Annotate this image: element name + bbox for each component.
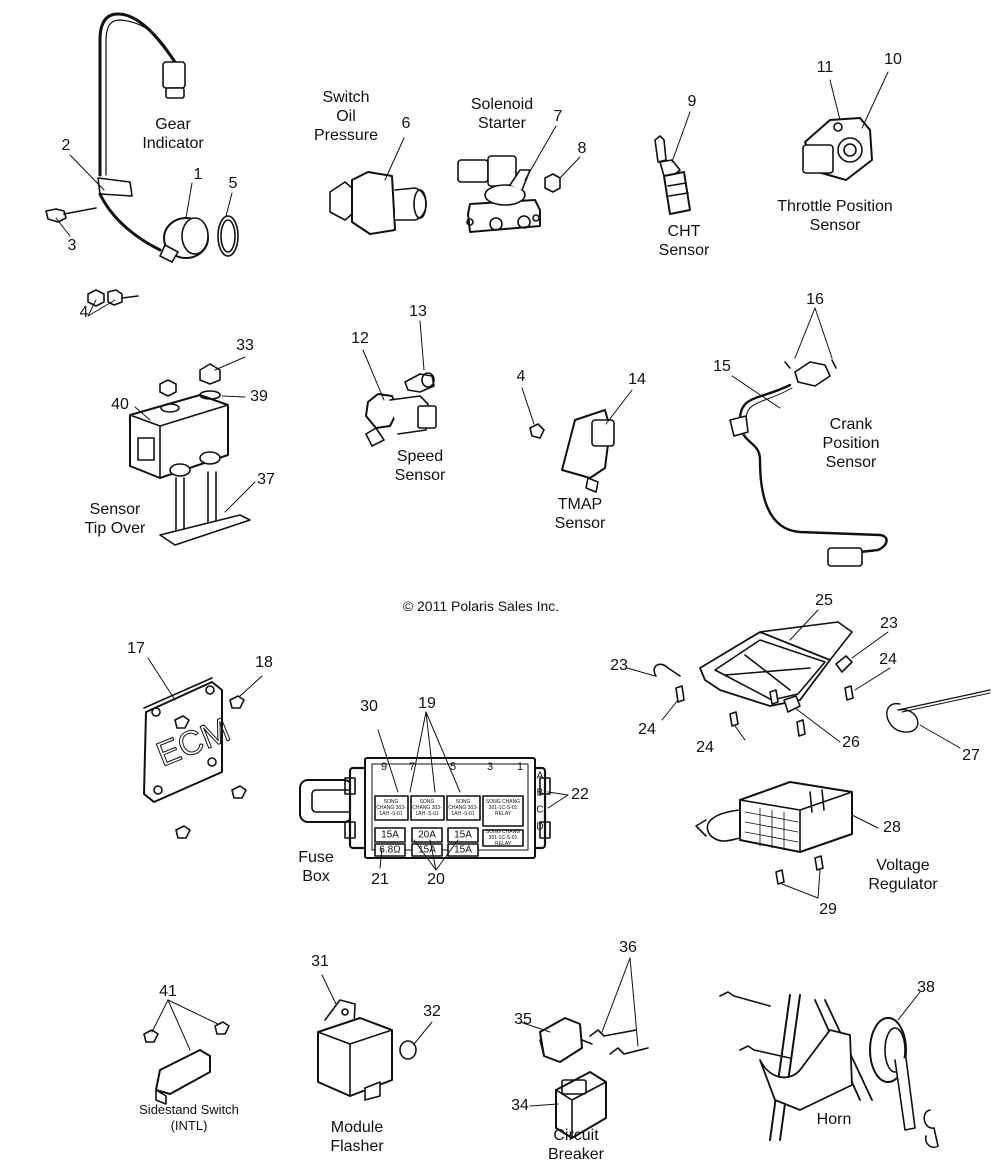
- callout-28: 28: [883, 819, 901, 836]
- callout-20: 20: [427, 871, 445, 888]
- mounting-bracket-part: [626, 609, 991, 749]
- callout-4: 4: [79, 304, 89, 321]
- fuse-box-position-number: 3: [486, 761, 494, 773]
- label-horn: Horn: [816, 1111, 852, 1128]
- solenoid-starter-part: [457, 125, 581, 233]
- relay-label: SONG CHANG 303-1AH -S-01: [376, 799, 406, 817]
- callout-34: 34: [511, 1097, 529, 1114]
- callout-19: 19: [418, 695, 436, 712]
- crank-position-sensor-part: [729, 307, 888, 567]
- callout-38: 38: [917, 979, 935, 996]
- speed-sensor-part: [362, 320, 437, 447]
- fuse-box-row-letter: A: [536, 770, 544, 782]
- callout-37: 37: [257, 471, 275, 488]
- callout-29: 29: [819, 901, 837, 918]
- callout-39: 39: [250, 388, 268, 405]
- fuse-value: 15A: [454, 829, 472, 841]
- fuse-value: 15A: [418, 844, 436, 856]
- fuse-box-part: [299, 711, 569, 871]
- module-flasher-part: [317, 974, 433, 1101]
- fuse-value: 15A: [381, 829, 399, 841]
- fuse-value: 15A: [454, 844, 472, 856]
- callout-31: 31: [311, 953, 329, 970]
- callout-4: 4: [516, 368, 526, 385]
- callout-6: 6: [401, 115, 411, 132]
- relay-label: SONG CHANG 303-1AH -S-01: [448, 799, 478, 817]
- callout-15: 15: [713, 358, 731, 375]
- cht-sensor-part: [654, 111, 691, 215]
- callout-36: 36: [619, 939, 637, 956]
- callout-12: 12: [351, 330, 369, 347]
- callout-23: 23: [880, 615, 898, 632]
- fuse-box-position-number: 7: [408, 761, 416, 773]
- fuse-value: 20A: [418, 829, 436, 841]
- callout-33: 33: [236, 337, 254, 354]
- relay-label: SONG CHANG 303-1AH -S-01: [412, 799, 442, 817]
- oil-pressure-switch-part: [329, 137, 427, 235]
- callout-40: 40: [111, 396, 129, 413]
- callout-41: 41: [159, 983, 177, 1000]
- relay-label: SONG CHANG 301-1C-S-01 RELAY: [485, 829, 521, 847]
- callout-10: 10: [884, 51, 902, 68]
- fuse-box-position-number: 1: [516, 761, 524, 773]
- ecm-part: ECM: [143, 657, 263, 839]
- label-sidestand-switch: Sidestand Switch(INTL): [139, 1102, 239, 1133]
- circuit-breaker-part: [519, 957, 649, 1139]
- callout-16: 16: [806, 291, 824, 308]
- throttle-position-sensor-part: [802, 71, 889, 181]
- callout-32: 32: [423, 1003, 441, 1020]
- callout-24: 24: [696, 739, 714, 756]
- horn-part: [719, 991, 939, 1149]
- callout-13: 13: [409, 303, 427, 320]
- callout-3: 3: [67, 237, 77, 254]
- fuse-box-row-letter: D: [536, 821, 544, 833]
- copyright-notice: © 2011 Polaris Sales Inc.: [402, 598, 560, 614]
- fuse-box-position-number: 9: [380, 761, 388, 773]
- callout-24: 24: [879, 651, 897, 668]
- sidestand-switch-part: [143, 999, 230, 1105]
- callout-18: 18: [255, 654, 273, 671]
- callout-30: 30: [360, 698, 378, 715]
- callout-23: 23: [610, 657, 628, 674]
- callout-24: 24: [638, 721, 656, 738]
- callout-1: 1: [193, 166, 203, 183]
- callout-2: 2: [61, 137, 71, 154]
- callout-7: 7: [553, 108, 563, 125]
- relay-label: SONG CHANG 301-1C-S-01 RELAY: [485, 799, 521, 817]
- callout-17: 17: [127, 640, 145, 657]
- fuse-box-row-letter: B: [536, 787, 544, 799]
- voltage-regulator-part: [695, 781, 879, 899]
- gear-indicator-part: [45, 12, 239, 317]
- callout-8: 8: [577, 140, 587, 157]
- callout-9: 9: [687, 93, 697, 110]
- tmap-sensor-part: [521, 387, 633, 493]
- fuse-box-position-number: 5: [449, 761, 457, 773]
- callout-14: 14: [628, 371, 646, 388]
- callout-11: 11: [816, 59, 834, 76]
- callout-25: 25: [815, 592, 833, 609]
- fuse-box-row-letter: C: [536, 804, 544, 816]
- callout-35: 35: [514, 1011, 532, 1028]
- callout-26: 26: [842, 734, 860, 751]
- callout-21: 21: [371, 871, 389, 888]
- tip-over-sensor-part: [129, 356, 256, 546]
- callout-22: 22: [571, 786, 589, 803]
- fuse-value: 6.8Ω: [379, 844, 401, 856]
- callout-5: 5: [228, 175, 238, 192]
- callout-27: 27: [962, 747, 980, 764]
